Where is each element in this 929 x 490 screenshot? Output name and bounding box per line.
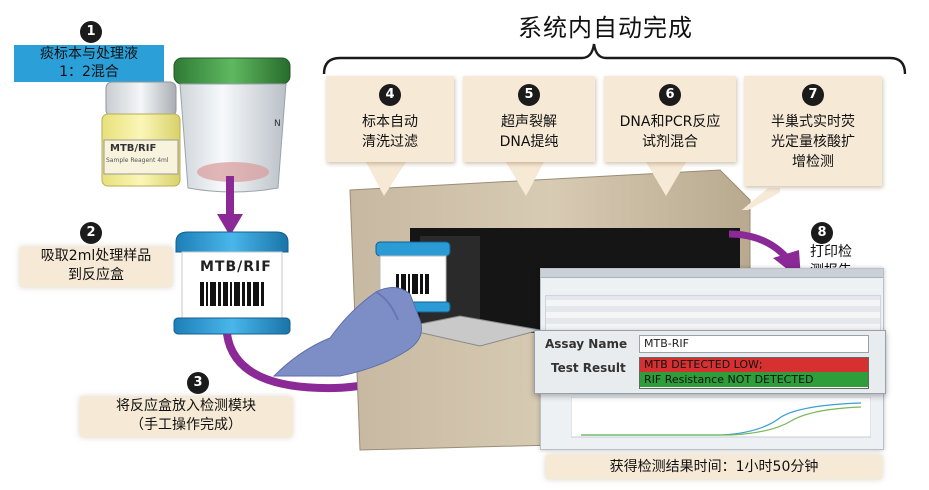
step-1-line-1: 痰标本与处理液: [40, 46, 138, 62]
step-5-line-2: DNA提纯: [499, 134, 559, 150]
amplification-curve-plot: [571, 397, 871, 438]
vial-label: MTB/RIF: [110, 143, 157, 154]
step-4-box: 4 标本自动 清洗过滤: [326, 76, 454, 162]
assay-name-value-text: MTB-RIF: [644, 337, 689, 350]
step-6-number: 6: [659, 84, 681, 106]
diagram-title: 系统内自动完成: [518, 14, 693, 42]
step-7-line-1: 半巢式实时荧: [771, 114, 855, 130]
arrow-step1-to-step2: [217, 176, 243, 236]
automation-brace: [322, 43, 907, 75]
step-3-line-2: （手工操作完成）: [130, 417, 242, 433]
step-4-number: 4: [379, 84, 401, 106]
result-time-footer: 获得检测结果时间：1小时50分钟: [546, 455, 882, 479]
step-5-line-1: 超声裂解: [501, 114, 557, 130]
step-4-line-1: 标本自动: [362, 114, 418, 130]
step-2-line-1: 吸取2ml处理样品: [40, 248, 152, 264]
result-mtb-detected: MTB DETECTED LOW;: [640, 358, 868, 372]
test-result-label: Test Result: [551, 361, 626, 375]
step-5-number: 5: [518, 84, 540, 106]
sample-reagent-vial: [101, 81, 181, 187]
gloved-hand: [272, 287, 422, 377]
assay-name-label: Assay Name: [545, 337, 628, 351]
step-7-number: 7: [802, 84, 824, 106]
step-1-number: 1: [80, 21, 102, 43]
svg-text:N: N: [274, 119, 281, 129]
result-screen-toolbar: [541, 269, 883, 278]
step-2-label: 吸取2ml处理样品 到反应盒: [20, 247, 172, 287]
step-6-line-1: DNA和PCR反应: [619, 114, 721, 130]
step-7-box: 7 半巢式实时荧 光定量核酸扩 增检测: [744, 76, 882, 186]
step-3-number: 3: [187, 372, 209, 394]
step-7-line-3: 增检测: [792, 154, 834, 170]
step-1-line-2: 1：2混合: [59, 64, 119, 80]
sputum-collection-cup: N: [173, 57, 291, 193]
step-2-line-2: 到反应盒: [68, 267, 124, 283]
step-3-label: 将反应盒放入检测模块 （手工操作完成）: [80, 397, 292, 437]
vial-sublabel: Sample Reagent 4ml: [106, 157, 169, 164]
step-8-number: 8: [811, 222, 833, 244]
step-5-box: 5 超声裂解 DNA提纯: [463, 76, 595, 162]
cartridge-label: MTB/RIF: [200, 259, 272, 275]
step-box-pointers: [366, 162, 780, 210]
result-rif-not-detected: RIF Resistance NOT DETECTED: [640, 372, 868, 387]
step-1-label: 痰标本与处理液 1：2混合: [14, 45, 164, 82]
step-6-box: 6 DNA和PCR反应 试剂混合: [604, 76, 736, 162]
test-result-box: MTB DETECTED LOW; RIF Resistance NOT DET…: [639, 357, 869, 389]
step-7-line-2: 光定量核酸扩: [771, 134, 855, 150]
step-8-line-1: 打印检: [810, 244, 852, 260]
step-3-line-1: 将反应盒放入检测模块: [116, 398, 256, 414]
reaction-cartridge: [173, 231, 291, 335]
result-detail-panel: Assay Name MTB-RIF Test Result MTB DETEC…: [534, 330, 886, 394]
step-6-line-2: 试剂混合: [642, 134, 698, 150]
assay-name-value: MTB-RIF: [639, 335, 869, 353]
step-4-line-2: 清洗过滤: [362, 134, 418, 150]
step-2-number: 2: [80, 222, 102, 244]
